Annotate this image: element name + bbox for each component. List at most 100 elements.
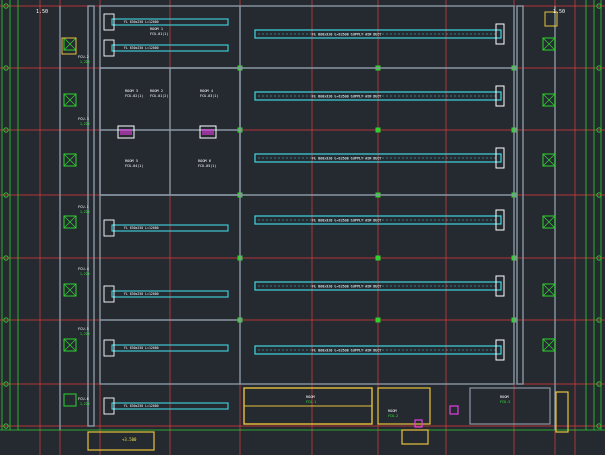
axis-bubble — [3, 65, 9, 71]
bottom-room-name: ROOM — [500, 395, 509, 399]
main-duct — [254, 29, 502, 39]
duct-connector — [495, 275, 505, 297]
branch-duct-spec: FL 630x250 L=12000 — [124, 346, 159, 350]
duct-connector — [103, 285, 115, 303]
fcu-cross — [542, 338, 556, 352]
room-name: ROOM 3 — [125, 89, 138, 93]
main-duct-spec: FL 800x320 L=32500 SUPPLY AIR DUCT — [312, 349, 381, 353]
branch-duct — [111, 224, 229, 232]
left-unit-note: 1,220 — [80, 272, 90, 276]
main-duct — [254, 215, 502, 225]
left-unit-note: 1,220 — [80, 60, 90, 64]
elevation-tag: +3.500 — [122, 437, 137, 442]
left-unit-note: 1,220 — [80, 210, 90, 214]
branch-duct — [111, 402, 229, 410]
fcu-highlight — [61, 37, 77, 55]
fcu-cross — [63, 283, 77, 297]
duct-connector — [103, 13, 115, 31]
main-duct-spec: FL 800x320 L=32500 SUPPLY AIR DUCT — [312, 219, 381, 223]
fcu-marker-right — [542, 37, 556, 51]
room-unit — [199, 125, 217, 139]
bottom-room-tag: FCU-1 — [306, 400, 316, 404]
left-unit-tag: FCU-3 — [78, 117, 89, 121]
fcu-cross — [63, 153, 77, 167]
duct-connector — [495, 23, 505, 45]
annotations: 1.50 1.50 +3.500 FCU-11,220FCU-21,220FCU… — [36, 9, 565, 442]
fcu-marker-left — [63, 93, 77, 107]
duct-connector — [103, 397, 115, 415]
edge-label-left: 1.50 — [36, 9, 48, 15]
fcu-cross — [63, 338, 77, 352]
main-duct — [254, 153, 502, 163]
fcu-cross — [63, 37, 77, 51]
duct-connector — [103, 219, 115, 237]
room-name: ROOM 6 — [198, 159, 211, 163]
equipment-markers — [61, 11, 558, 407]
room-tag: FCU-05(1) — [198, 164, 216, 168]
axis-bubble — [3, 127, 9, 133]
room-name: ROOM 4 — [200, 89, 213, 93]
column-strip — [516, 5, 524, 385]
room-unit — [117, 125, 135, 139]
left-unit-tag: FCU-5 — [78, 327, 89, 331]
main-duct-spec: FL 800x320 L=32500 SUPPLY AIR DUCT — [312, 33, 381, 37]
fcu-cross — [542, 153, 556, 167]
room-outline — [469, 387, 551, 425]
room-outline — [87, 431, 155, 451]
left-unit-tag: FCU-1 — [78, 205, 89, 209]
fcu-cross — [542, 283, 556, 297]
fcu-cross — [63, 215, 77, 229]
duct-connector — [495, 339, 505, 361]
bottom-room-name: ROOM — [388, 409, 397, 413]
duct-connector — [103, 339, 115, 357]
fcu-cross — [542, 37, 556, 51]
left-unit-note: 1,220 — [80, 332, 90, 336]
left-unit-tag: FCU-4 — [78, 267, 89, 271]
column-marker — [375, 127, 381, 133]
branch-duct-spec: FL 630x250 L=12000 — [124, 404, 159, 408]
fcu-cross — [542, 93, 556, 107]
fcu-marker-right — [542, 153, 556, 167]
fcu-marker-left — [63, 338, 77, 352]
fcu-cross — [542, 215, 556, 229]
duct-connector — [495, 209, 505, 231]
room-name: ROOM 2 — [150, 89, 163, 93]
fcu-marker-left — [63, 283, 77, 297]
main-duct — [254, 281, 502, 291]
accent-marker — [414, 419, 423, 428]
fcu-marker-right — [542, 215, 556, 229]
room-name: ROOM 5 — [125, 159, 138, 163]
duct-runs: FL 800x320 L=32500 SUPPLY AIR DUCT FL 800… — [103, 13, 505, 415]
axis-bubble — [3, 192, 9, 198]
fcu-highlight — [544, 11, 558, 27]
main-duct — [254, 345, 502, 355]
left-unit-note: 1,220 — [80, 402, 90, 406]
main-duct — [254, 91, 502, 101]
fcu-marker-right — [542, 93, 556, 107]
room-unit-fill — [120, 129, 132, 135]
main-duct-spec: FL 800x320 L=32500 SUPPLY AIR DUCT — [312, 95, 381, 99]
axis-bubble — [3, 317, 9, 323]
room-outline — [401, 429, 429, 445]
axis-bubble — [3, 423, 9, 429]
accent-marker — [449, 405, 459, 415]
left-unit-note: 1,220 — [80, 122, 90, 126]
branch-duct-spec: FL 630x250 L=12000 — [124, 292, 159, 296]
bottom-room-tag: FCU-3 — [500, 400, 510, 404]
branch-duct — [111, 44, 229, 52]
bottom-room-tag: FCU-2 — [388, 414, 398, 418]
branch-duct-spec: FL 630x250 L=12000 — [124, 226, 159, 230]
duct-connector — [495, 85, 505, 107]
fcu-marker-left — [63, 153, 77, 167]
left-unit-tag: FCU-6 — [78, 397, 89, 401]
fcu-marker-left — [63, 393, 77, 407]
room-outline — [555, 391, 569, 433]
bottom-room-name: ROOM — [306, 395, 315, 399]
room-unit-fill — [202, 129, 214, 135]
branch-duct — [111, 344, 229, 352]
axis-bubble — [3, 255, 9, 261]
duct-connector — [495, 147, 505, 169]
branch-duct — [111, 18, 229, 26]
bottom-room-block — [87, 387, 569, 451]
